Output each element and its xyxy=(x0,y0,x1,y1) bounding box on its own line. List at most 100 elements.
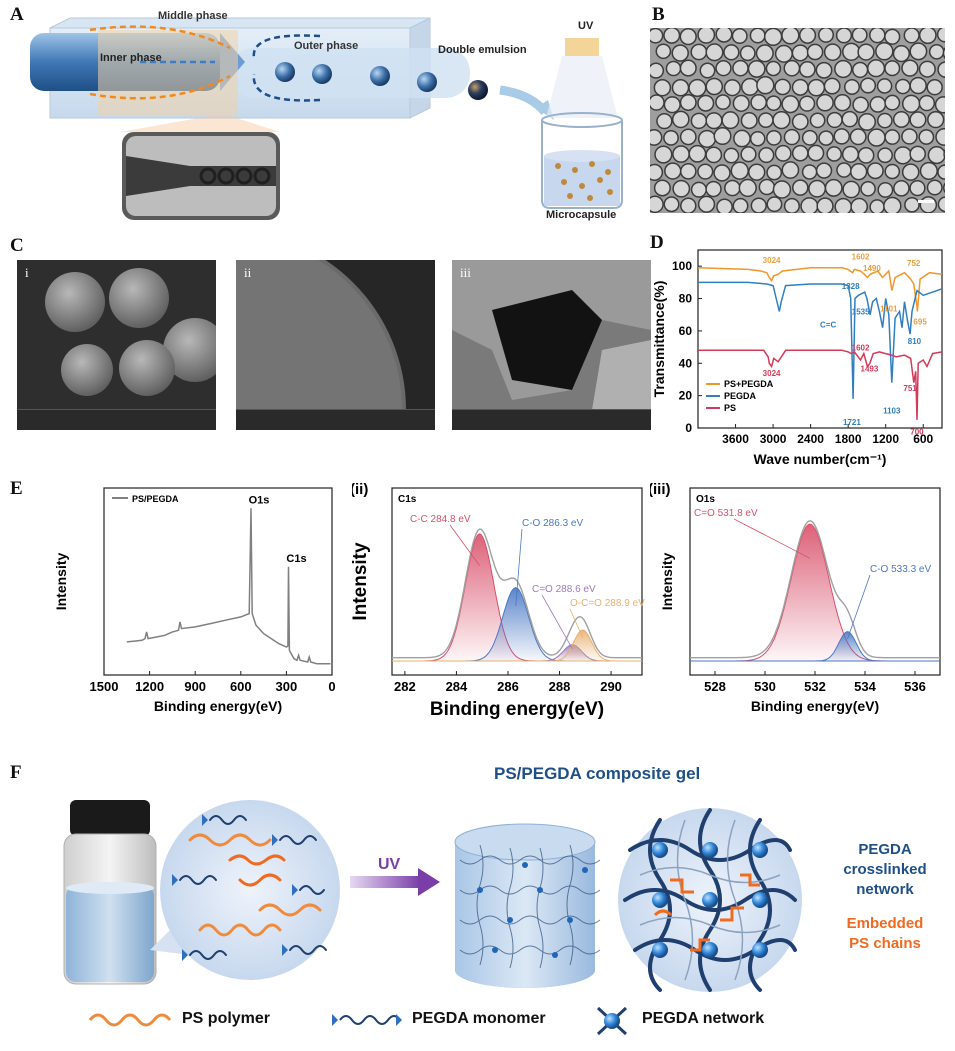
microcapsule xyxy=(738,178,757,198)
legend-label: PS+PEGDA xyxy=(724,379,774,389)
microcapsule xyxy=(672,145,690,163)
sem-info-bar xyxy=(452,409,651,430)
peak-annotation: 752 xyxy=(907,259,921,268)
peak-annotation: 1535 xyxy=(852,308,870,317)
microcapsule xyxy=(836,162,852,178)
peak-annotation: 1328 xyxy=(842,282,860,291)
microcapsule xyxy=(688,144,707,163)
microcapsule xyxy=(749,130,766,147)
microcapsule xyxy=(801,129,818,146)
peak-label: C-O 286.3 eV xyxy=(522,518,583,529)
microcapsule xyxy=(653,179,671,197)
microcapsule-micrograph xyxy=(650,28,945,213)
microcapsule xyxy=(823,77,841,95)
microcapsule xyxy=(774,44,793,63)
microcapsule xyxy=(798,28,817,44)
microcapsule xyxy=(926,79,943,96)
y-axis-label: Intensity xyxy=(53,553,69,611)
microcapsule xyxy=(772,180,792,199)
microcapsule xyxy=(824,178,843,197)
peak-pointer xyxy=(515,528,523,607)
microcapsule xyxy=(893,180,910,197)
x-tick-label: 600 xyxy=(913,432,933,446)
microcapsule xyxy=(791,113,809,131)
legend-label: PEGDA xyxy=(724,391,757,401)
microfluidic-device-illustration xyxy=(30,17,623,220)
x-tick-label: 534 xyxy=(854,679,876,694)
microcapsule xyxy=(851,61,869,79)
microcapsule xyxy=(650,62,665,79)
microcapsule xyxy=(877,182,894,198)
microcapsule xyxy=(671,78,690,97)
microcapsule xyxy=(909,42,928,61)
microcapsule xyxy=(690,112,708,130)
microcapsule xyxy=(783,197,800,213)
microcapsule xyxy=(650,163,664,181)
scale-bar xyxy=(918,200,934,203)
x-tick-label: 1800 xyxy=(835,432,862,446)
network-label: PEGDA crosslinked network xyxy=(830,840,940,900)
x-tick-label: 300 xyxy=(276,679,298,694)
x-tick-label: 528 xyxy=(704,679,726,694)
uv-label-f: UV xyxy=(378,856,401,873)
microcapsule xyxy=(867,59,886,78)
x-tick-label: 282 xyxy=(394,679,416,694)
microcapsule xyxy=(850,163,868,181)
microcapsule xyxy=(774,144,792,162)
microcapsule xyxy=(705,112,723,130)
microcapsule xyxy=(807,78,826,97)
microcapsule xyxy=(816,197,834,213)
microcapsule xyxy=(721,111,740,130)
peak-annotation: 1101 xyxy=(880,304,898,313)
series-line-ps-pegda xyxy=(126,508,331,665)
microcapsule xyxy=(842,42,861,61)
microcapsule xyxy=(903,28,920,44)
microcapsule xyxy=(909,145,927,163)
middle-phase-label: Middle phase xyxy=(158,10,228,22)
microcapsule xyxy=(842,180,861,199)
microcapsule xyxy=(679,128,697,146)
chains-label-line1: Embedded xyxy=(846,915,924,932)
microcapsule xyxy=(679,28,697,46)
y-axis-label: Intensity xyxy=(659,553,675,611)
microcapsule xyxy=(748,163,766,181)
sem-image-ii: ii xyxy=(236,260,435,430)
microcapsule xyxy=(654,145,673,164)
uv-label-a: UV xyxy=(578,20,594,32)
microcapsule xyxy=(833,93,852,112)
microcapsule xyxy=(656,112,673,130)
microcapsule xyxy=(904,196,920,213)
microcapsule xyxy=(892,44,911,63)
microcapsule xyxy=(860,180,876,197)
microcapsule xyxy=(665,60,682,77)
microcapsule xyxy=(758,147,775,164)
x-axis-label: Binding energy(eV) xyxy=(751,698,879,714)
x-tick-label: 286 xyxy=(497,679,519,694)
microcapsule xyxy=(869,96,887,113)
x-tick-label: 536 xyxy=(904,679,926,694)
microcapsule xyxy=(816,93,834,112)
peak-annotation: 3024 xyxy=(763,256,781,265)
peak-label: O-C=O 288.9 eV xyxy=(570,598,645,609)
peak-annotation: 1490 xyxy=(863,264,881,273)
network-label-line1: PEGDA xyxy=(858,841,912,858)
microcapsule xyxy=(680,197,697,213)
microcapsule xyxy=(942,47,945,60)
microcapsule xyxy=(715,28,733,43)
microcapsule xyxy=(663,96,681,114)
microcapsule xyxy=(756,76,775,95)
microcapsule xyxy=(884,94,901,111)
peak-annotation: C1s xyxy=(286,553,306,565)
microcapsule xyxy=(936,28,945,43)
microcapsule xyxy=(876,78,893,94)
microcapsule xyxy=(781,95,800,114)
microcapsule xyxy=(663,28,681,44)
sem-info-bar xyxy=(17,409,216,430)
microcapsule xyxy=(663,196,680,213)
microcapsule xyxy=(750,197,767,213)
microcapsule xyxy=(798,95,816,112)
microcapsule xyxy=(733,129,751,148)
microcapsule xyxy=(935,127,945,146)
microcapsule xyxy=(783,128,801,146)
microcapsule xyxy=(765,60,782,77)
